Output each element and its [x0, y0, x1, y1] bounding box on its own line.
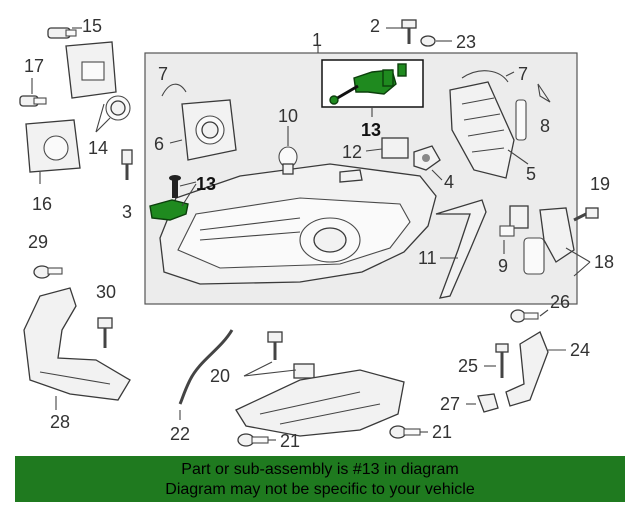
- socket-4[interactable]: [413, 145, 441, 171]
- callout-17[interactable]: 17: [24, 56, 44, 76]
- bolt-21-right[interactable]: [389, 425, 421, 439]
- info-banner: Part or sub-assembly is #13 in diagram D…: [15, 456, 625, 502]
- callout-4[interactable]: 4: [444, 172, 454, 192]
- bracket-28[interactable]: [23, 287, 131, 401]
- banner-line-2: Diagram may not be specific to your vehi…: [165, 481, 475, 498]
- bolt-3[interactable]: [121, 149, 133, 180]
- part-13-inset-clip[interactable]: [329, 63, 407, 105]
- callout-22[interactable]: 22: [170, 424, 190, 444]
- callout-28[interactable]: 28: [50, 412, 70, 432]
- callout-29[interactable]: 29: [28, 232, 48, 252]
- bracket-24[interactable]: [505, 331, 549, 407]
- callout-12[interactable]: 12: [342, 142, 362, 162]
- callout-14[interactable]: 14: [88, 138, 108, 158]
- carrier-bracket[interactable]: [235, 369, 405, 437]
- callout-16[interactable]: 16: [32, 194, 52, 214]
- nut-27[interactable]: [477, 393, 499, 413]
- callout-7-left[interactable]: 7: [158, 64, 168, 84]
- callout-7-right[interactable]: 7: [518, 64, 528, 84]
- callout-15[interactable]: 15: [82, 16, 102, 36]
- trim-11[interactable]: [435, 199, 487, 299]
- callout-3[interactable]: 3: [122, 202, 132, 222]
- callout-26[interactable]: 26: [550, 292, 570, 312]
- wire-7-right[interactable]: [461, 70, 509, 83]
- screw-2[interactable]: [401, 19, 417, 44]
- bolt-29[interactable]: [33, 265, 63, 279]
- banner-line-1: Part or sub-assembly is #13 in diagram: [181, 461, 459, 478]
- bolt-19[interactable]: [573, 207, 599, 222]
- callout-19[interactable]: 19: [590, 174, 610, 194]
- bolt-15[interactable]: [47, 27, 77, 39]
- callout-13-top[interactable]: 13: [361, 120, 381, 140]
- module-14[interactable]: [65, 41, 131, 121]
- rear-cover-6[interactable]: [181, 99, 237, 161]
- grille-5[interactable]: [449, 81, 527, 179]
- callout-6[interactable]: 6: [154, 134, 164, 154]
- callout-1[interactable]: 1: [312, 30, 322, 50]
- clip-20[interactable]: [293, 363, 315, 379]
- callout-10[interactable]: 10: [278, 106, 298, 126]
- bolt-21-left[interactable]: [237, 433, 269, 447]
- callout-8[interactable]: 8: [540, 116, 550, 136]
- part-13-clip[interactable]: [149, 175, 189, 221]
- wire-22[interactable]: [178, 329, 234, 405]
- callout-24[interactable]: 24: [570, 340, 590, 360]
- nut-23[interactable]: [420, 35, 436, 47]
- callout-2[interactable]: 2: [370, 16, 380, 36]
- callout-20[interactable]: 20: [210, 366, 230, 386]
- headlamp-housing[interactable]: [159, 163, 437, 285]
- callout-21-right[interactable]: 21: [432, 422, 452, 442]
- callout-9[interactable]: 9: [498, 256, 508, 276]
- callout-11[interactable]: 11: [418, 248, 437, 268]
- ballast-16[interactable]: [25, 119, 81, 173]
- bolt-30[interactable]: [97, 317, 113, 348]
- callout-5[interactable]: 5: [526, 164, 536, 184]
- bolt-17[interactable]: [19, 95, 47, 107]
- callout-18[interactable]: 18: [594, 252, 614, 272]
- callout-25[interactable]: 25: [458, 356, 478, 376]
- callout-23[interactable]: 23: [456, 32, 476, 52]
- gasket-12[interactable]: [381, 137, 409, 159]
- screw-25[interactable]: [495, 343, 509, 378]
- screw-20[interactable]: [267, 331, 283, 360]
- bolt-26[interactable]: [510, 309, 539, 323]
- callout-21-left[interactable]: 21: [280, 431, 300, 451]
- connector-9[interactable]: [499, 205, 529, 237]
- bracket-18[interactable]: [523, 207, 575, 275]
- callout-27[interactable]: 27: [440, 394, 460, 414]
- part-8[interactable]: [537, 83, 551, 103]
- wire-7-left[interactable]: [161, 83, 187, 97]
- callout-13-left[interactable]: 13: [196, 174, 216, 194]
- callout-30[interactable]: 30: [96, 282, 116, 302]
- bulb-10[interactable]: [278, 146, 298, 175]
